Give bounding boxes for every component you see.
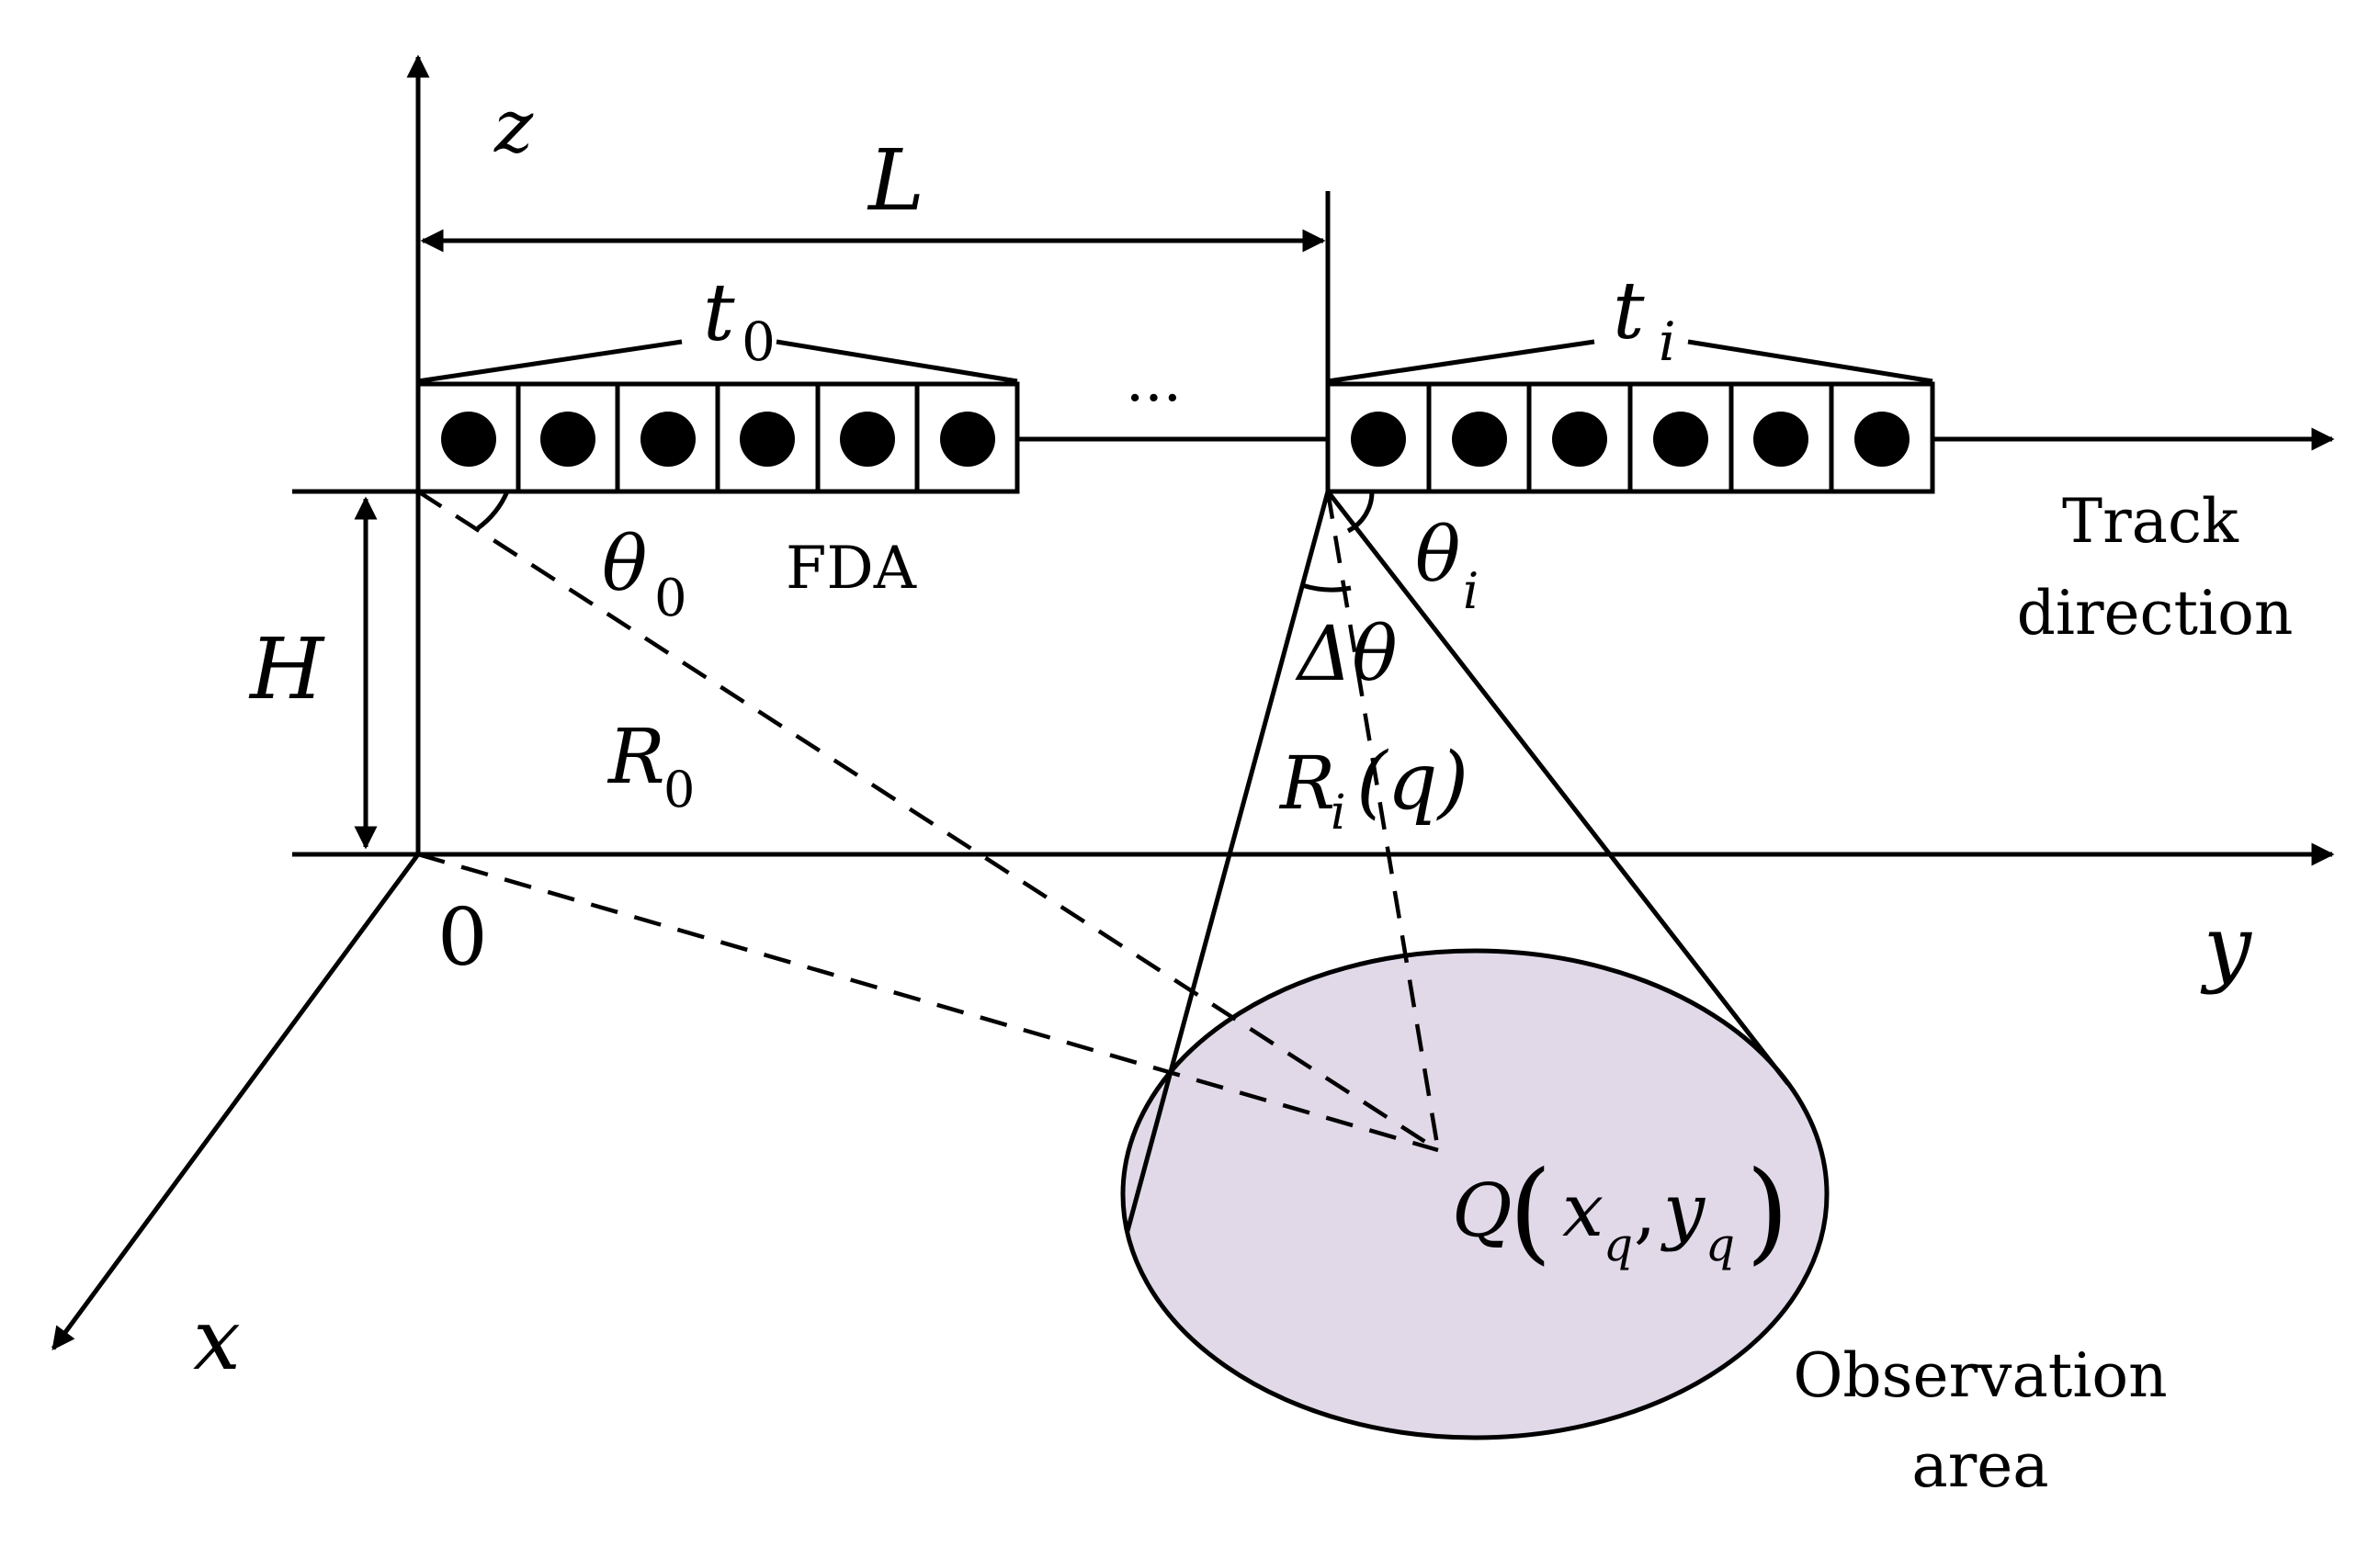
ti-label: t (1613, 265, 1645, 357)
q-y-label: y (1660, 1168, 1706, 1253)
q-x-subscript: q (1604, 1218, 1633, 1271)
delta-theta-label: Δθ (1295, 611, 1398, 698)
x-axis-label: x (193, 1291, 241, 1389)
range-r0-line (416, 490, 1440, 1152)
ri-argument: (q) (1356, 736, 1468, 828)
origin-label: 0 (437, 892, 488, 984)
array-element (1653, 412, 1708, 467)
fda-array-t0 (415, 339, 1020, 494)
observation-area-label-line1: Observation (1793, 1340, 2167, 1411)
array-element (540, 412, 595, 467)
array-element (840, 412, 895, 467)
y-axis-label: y (2200, 898, 2252, 996)
observation-area-label-line2: area (1911, 1430, 2048, 1501)
ti-subscript: i (1659, 311, 1676, 373)
q-y-subscript: q (1706, 1218, 1735, 1271)
observation-area-ellipse (1120, 948, 1830, 1440)
theta0-label: θ (602, 521, 647, 608)
length-label: L (867, 131, 924, 230)
ellipsis-label: ··· (1126, 365, 1182, 433)
thetai-arc (1346, 491, 1375, 534)
t0-subscript: 0 (742, 311, 776, 373)
array-element (1552, 412, 1607, 467)
range-ri-line (1325, 491, 1441, 1151)
delta-theta-arc (1301, 582, 1352, 593)
q-comma: , (1634, 1170, 1656, 1252)
thetai-label: θ (1415, 512, 1460, 599)
z-axis-label: z (493, 84, 534, 169)
point-q-label: Q ( x q , y q ) (1452, 1148, 1789, 1276)
beam-edge-right (1326, 490, 1790, 1086)
array-element (1452, 412, 1507, 467)
r0-label: R (606, 714, 665, 801)
track-direction-label-line2: direction (2017, 578, 2294, 649)
t0-label: t (703, 267, 735, 359)
fda-array-ti (1325, 339, 1935, 494)
height-label: H (248, 620, 325, 718)
q-x-label: x (1562, 1168, 1604, 1253)
array-element (441, 412, 496, 467)
fda-label: FDA (786, 535, 917, 603)
ri-label: R (1278, 740, 1335, 826)
x-axis (51, 853, 421, 1351)
q-open-paren: ( (1509, 1148, 1552, 1276)
ri-subscript: i (1331, 785, 1346, 841)
beam-edge-left (1125, 491, 1331, 1232)
thetai-subscript: i (1463, 562, 1479, 620)
array-element (740, 412, 795, 467)
array-element (1854, 412, 1910, 467)
q-close-paren: ) (1746, 1148, 1789, 1276)
theta0-arc (476, 490, 510, 531)
array-element (1351, 412, 1406, 467)
r0-subscript: 0 (663, 761, 695, 819)
track-direction-label-line1: Track (2062, 486, 2239, 557)
array-element (940, 412, 995, 467)
theta0-subscript: 0 (654, 569, 687, 628)
array-element (640, 412, 696, 467)
array-element (1753, 412, 1808, 467)
q-label: Q (1452, 1168, 1513, 1253)
